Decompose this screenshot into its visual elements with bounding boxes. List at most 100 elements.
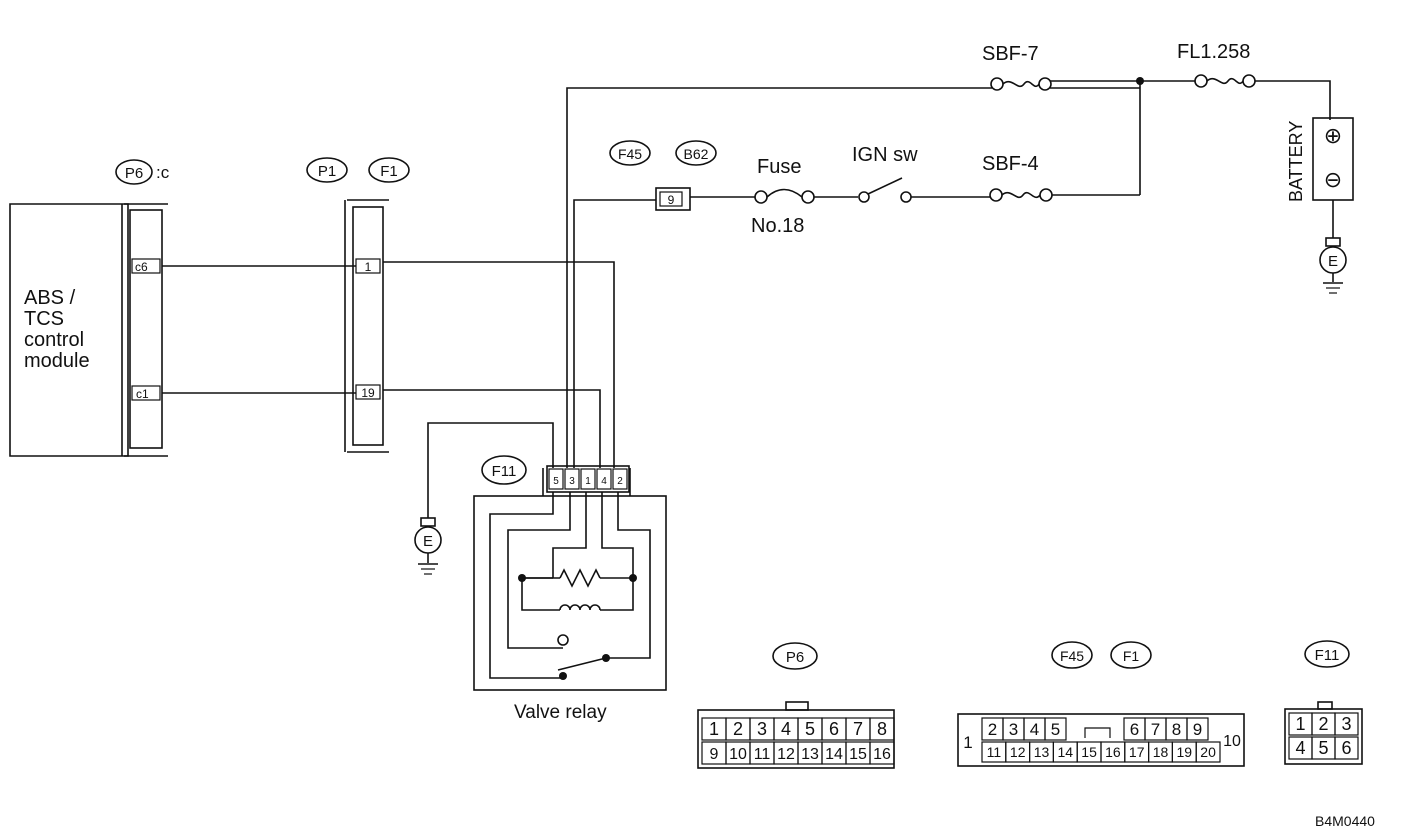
svg-text:FL1.258: FL1.258 [1177, 41, 1250, 63]
svg-text:F45: F45 [618, 146, 642, 162]
pin-number: 7 [1151, 720, 1160, 739]
tag-f45: F45 [609, 140, 651, 166]
pin-number: 10 [729, 746, 747, 763]
reference-code: B4M0440 [1315, 813, 1375, 829]
pin-number: 9 [1193, 720, 1202, 739]
control-module: ABS / TCS control module [9, 203, 129, 457]
pin-number: 1 [709, 719, 719, 739]
tag-f11: F11 [481, 455, 527, 485]
pin-number: 19 [1177, 744, 1193, 760]
pin-number: 14 [1058, 744, 1074, 760]
pin-cell [869, 717, 895, 741]
pin-number: 6 [1130, 720, 1139, 739]
pin-c6: c6 [135, 260, 148, 274]
pin-number: 2 [733, 719, 743, 739]
pin-number: 3 [1341, 714, 1351, 734]
pin-number: 12 [1010, 744, 1026, 760]
fuse-label: Fuse [757, 156, 801, 178]
pin-number: 4 [1295, 738, 1305, 758]
pin-cell [1186, 717, 1209, 741]
relay-pin-2: 2 [617, 476, 623, 487]
pin-number: 12 [777, 746, 795, 763]
svg-text:B62: B62 [684, 146, 709, 162]
pin-cell [1044, 717, 1067, 741]
f45-pin-right: 10 [1223, 733, 1241, 750]
module-connector: c6 c1 [121, 203, 168, 457]
svg-text::c: :c [156, 163, 170, 182]
pin-number: 9 [710, 746, 719, 763]
pin-number: 2 [1318, 714, 1328, 734]
svg-text:IGN sw: IGN sw [852, 144, 918, 166]
f45-pin-left: 1 [963, 733, 972, 752]
pin-cell [1334, 736, 1359, 760]
pin-number: 16 [1105, 744, 1121, 760]
fuse-sbf7: SBF-7 [982, 43, 1052, 91]
battery-minus: ⊖ [1324, 167, 1342, 192]
pin-number: 5 [805, 719, 815, 739]
wires-top-feed [566, 77, 1195, 468]
pin-number: 13 [801, 746, 819, 763]
pin-number: 5 [1051, 720, 1060, 739]
relay-label: Valve relay [514, 702, 607, 723]
svg-text:E: E [423, 533, 433, 550]
pin-cell [1195, 741, 1221, 763]
pin-number: 2 [988, 720, 997, 739]
p1-pin-1: 1 [365, 260, 372, 274]
relay-pin-5: 5 [553, 476, 559, 487]
pin-number: 18 [1153, 744, 1169, 760]
pin-cell [869, 741, 895, 765]
ground-left: E [414, 422, 554, 575]
svg-text:9: 9 [668, 193, 675, 207]
svg-text:F45: F45 [1060, 648, 1084, 664]
svg-text:F1: F1 [380, 163, 398, 180]
pin-number: 16 [873, 746, 891, 763]
battery: ⊕ ⊖ BATTERY E [1286, 117, 1354, 294]
tag-f1: F1 [368, 157, 410, 183]
pin-number: 15 [849, 746, 867, 763]
legend-f45-row2: 11 12 13 14 15 16 17 18 19 20 [981, 741, 1221, 763]
battery-plus: ⊕ [1324, 123, 1342, 148]
svg-text:F1: F1 [1123, 648, 1140, 664]
pin-number: 5 [1318, 738, 1328, 758]
svg-text:P1: P1 [318, 163, 336, 180]
wires-module-p1 [162, 265, 356, 394]
relay-pin-4: 4 [601, 476, 607, 487]
pin-number: 15 [1081, 744, 1097, 760]
wires-p1-relay [383, 261, 615, 468]
pin-number: 17 [1129, 744, 1145, 760]
pin-number: 6 [829, 719, 839, 739]
fusible-link-fl: FL1.258 [1177, 41, 1331, 120]
pin-number: 20 [1200, 744, 1216, 760]
battery-label: BATTERY [1286, 121, 1306, 202]
svg-text:F11: F11 [1315, 647, 1340, 664]
pin-number: 7 [853, 719, 863, 739]
valve-relay: 5 3 1 4 2 Valve relay [473, 465, 667, 723]
fuse-no18: Fuse No.18 [751, 156, 858, 237]
p1-f1-connector: 1 19 [344, 199, 389, 453]
connector-pin-9: 9 [655, 187, 755, 211]
pin-number: 8 [1172, 720, 1181, 739]
svg-text:SBF-4: SBF-4 [982, 153, 1039, 175]
pin-cell [1334, 712, 1359, 736]
pin-number: 11 [987, 744, 1002, 760]
fuse-sbf4: SBF-4 [982, 153, 1140, 202]
tag-p1: P1 [306, 157, 348, 183]
svg-text:SBF-7: SBF-7 [982, 43, 1039, 65]
pin-number: 4 [781, 719, 791, 739]
pin-number: 3 [757, 719, 767, 739]
module-label-1: ABS / [24, 287, 76, 309]
tag-b62: B62 [675, 140, 717, 166]
svg-text:E: E [1328, 253, 1338, 270]
pin-number: 13 [1034, 744, 1050, 760]
relay-pin-1: 1 [585, 476, 591, 487]
module-label-4: module [24, 350, 90, 372]
